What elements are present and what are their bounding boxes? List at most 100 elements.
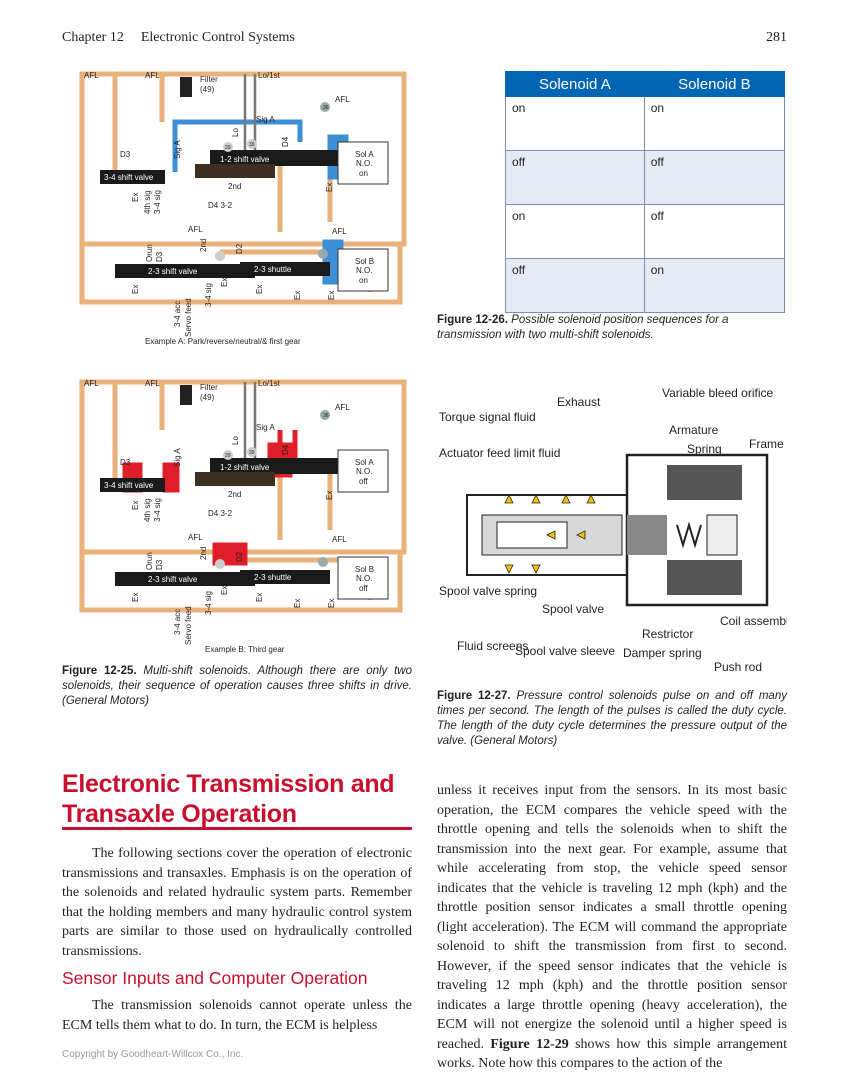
cell: off <box>643 150 786 205</box>
afl-label-2: AFL <box>145 71 160 80</box>
plug-number: 36 <box>323 105 329 111</box>
armature-label: Armature <box>669 423 719 437</box>
plug-number-2: 29 <box>225 453 231 459</box>
paragraph-text-end: shows how this simple arrangement works.… <box>437 1036 787 1072</box>
vbo-label: Variable bleed orifice <box>662 386 774 400</box>
plug-number: 36 <box>323 413 329 419</box>
caption-b: Example B: Third gear <box>205 645 285 654</box>
exhaust-label: Exhaust <box>557 395 601 409</box>
sol-b-label: Sol B <box>355 257 374 266</box>
shift12-label: 1-2 shift valve <box>220 463 270 472</box>
shuttle23-label: 2-3 shuttle <box>254 265 292 274</box>
sol-b-no: N.O. <box>356 266 372 275</box>
shift12-label: 1-2 shift valve <box>220 155 270 164</box>
col-header-a: Solenoid A <box>505 71 645 97</box>
copyright-footer: Copyright by Goodheart-Willcox Co., Inc. <box>62 1049 244 1060</box>
afl-label-4: AFL <box>188 225 203 234</box>
siga-vertical: Sig A <box>173 448 182 467</box>
torque-label: Torque signal fluid <box>439 410 536 424</box>
cell: on <box>505 96 645 151</box>
pressure-control-solenoid-diagram: Exhaust Variable bleed orifice Torque si… <box>439 386 787 674</box>
second-label: 2nd <box>228 182 241 191</box>
sig4-label: 4th sig <box>143 190 152 214</box>
shift23-label: 2-3 shift valve <box>148 575 198 584</box>
spool-sleeve-label: Spool valve sleeve <box>515 644 615 658</box>
figure-12-27-caption: Figure 12-27. Pressure control solenoids… <box>437 689 787 749</box>
shuttle23-label: 2-3 shuttle <box>254 573 292 582</box>
sig34-label: 3-4 sig <box>153 190 162 214</box>
afl-label-3: AFL <box>335 403 350 412</box>
ex-label-5: Ex <box>255 593 264 602</box>
ex-label-3: Ex <box>131 593 140 602</box>
ex-label-5: Ex <box>255 285 264 294</box>
d2-label: D2 <box>235 551 244 562</box>
damper-label: Damper spring <box>623 646 702 660</box>
d432-label: D4 3-2 <box>208 509 233 518</box>
figure-reference[interactable]: Figure 12-29 <box>490 1036 569 1052</box>
sig34-label: 3-4 sig <box>153 498 162 522</box>
cell: on <box>643 258 786 313</box>
push-rod-label: Push rod <box>714 660 762 674</box>
ex-label: Ex <box>131 501 140 510</box>
d2-label: D2 <box>235 243 244 254</box>
filter-number: (49) <box>200 393 215 402</box>
plug-number-3: 39 <box>249 142 255 148</box>
ex-label-4: Ex <box>220 586 229 595</box>
ex-label-2: Ex <box>325 491 334 500</box>
shift34-label: 3-4 shift valve <box>104 173 154 182</box>
heading-rule <box>62 827 412 830</box>
ex-label-6: Ex <box>293 291 302 300</box>
shift34-label: 3-4 shift valve <box>104 481 154 490</box>
hydraulic-diagram-a: AFL AFL Filter (49) Lo/1st AFL Sig A D3 … <box>79 71 407 346</box>
hydraulic-diagram-b: AFL AFL Filter (49) Lo/1st AFL Sig A D3 … <box>79 379 407 654</box>
page-number: 281 <box>766 30 787 45</box>
section-heading: Electronic Transmission and Transaxle Op… <box>62 770 395 828</box>
ex-label: Ex <box>131 193 140 202</box>
sig4-label: 4th sig <box>143 498 152 522</box>
sensor-paragraph: The transmission solenoids cannot operat… <box>62 998 412 1033</box>
afl-label-2: AFL <box>145 379 160 388</box>
chapter-label: Chapter 12 <box>62 30 124 45</box>
lo1st-label: Lo/1st <box>258 379 281 388</box>
acc34-label: 3-4 acc <box>173 301 182 327</box>
servo-label: Servo feed <box>184 298 193 337</box>
figure-text: Pressure control solenoids pulse on and … <box>437 690 787 747</box>
servo-label: Servo feed <box>184 606 193 645</box>
ex-label-3: Ex <box>131 285 140 294</box>
ex-label-7: Ex <box>327 291 336 300</box>
ex-label-7: Ex <box>327 599 336 608</box>
intro-paragraph: The following sections cover the operati… <box>62 846 412 959</box>
sol-a-state: off <box>359 477 369 486</box>
lo1st-label: Lo/1st <box>258 71 281 80</box>
filter-label: Filter <box>200 75 218 84</box>
spool-spring-label: Spool valve spring <box>439 584 537 598</box>
d432-label: D4 3-2 <box>208 201 233 210</box>
lo-label: Lo <box>231 436 240 445</box>
sig34-label-2: 3-4 sig <box>204 591 213 615</box>
sol-b-label: Sol B <box>355 565 374 574</box>
figure-label: Figure 12-25. <box>62 665 137 677</box>
paragraph-text: unless it receives input from the sensor… <box>437 783 787 1052</box>
sig34-label-2: 3-4 sig <box>204 283 213 307</box>
figure-label: Figure 12-26. <box>437 314 508 326</box>
d4-label: D4 <box>281 136 290 147</box>
sol-a-label: Sol A <box>355 458 374 467</box>
frame-label: Frame <box>749 437 784 451</box>
ex-label-6: Ex <box>293 599 302 608</box>
figure-12-26-caption: Figure 12-26. Possible solenoid position… <box>437 313 787 343</box>
actuator-label: Actuator feed limit fluid <box>439 446 560 460</box>
caption-a: Example A: Park/reverse/neutral/& first … <box>145 337 301 346</box>
figure-label: Figure 12-27. <box>437 690 511 702</box>
cell: on <box>643 96 786 151</box>
siga-label: Sig A <box>256 423 275 432</box>
afl-label-3: AFL <box>335 95 350 104</box>
running-header: Chapter 12 Electronic Control Systems <box>62 30 295 46</box>
cell: off <box>505 150 645 205</box>
cell: off <box>505 258 645 313</box>
sol-a-state: on <box>359 169 368 178</box>
plug-number-3: 39 <box>249 450 255 456</box>
afl-label: AFL <box>84 71 99 80</box>
